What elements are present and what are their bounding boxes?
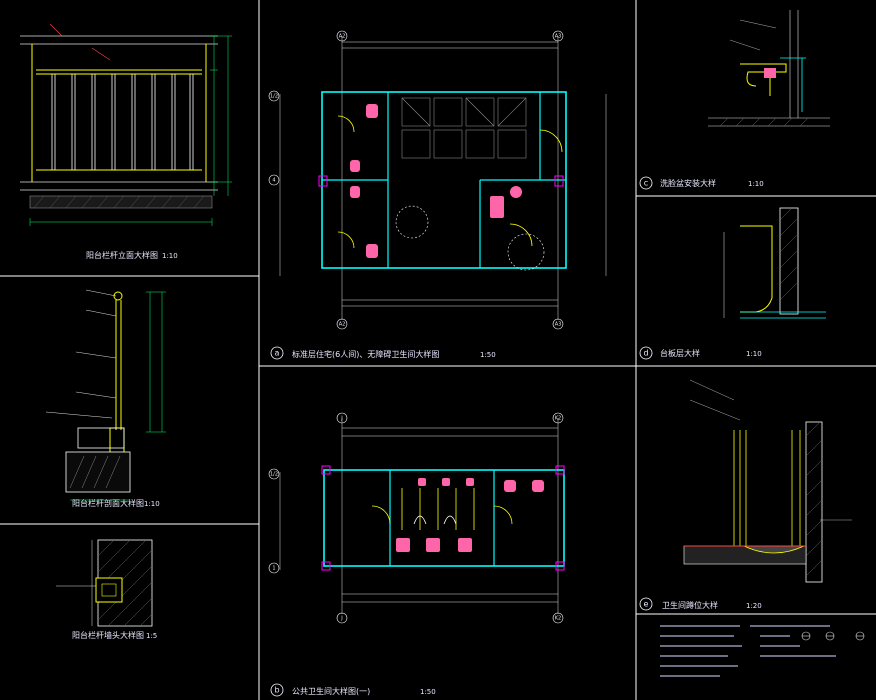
wall-node-drawing — [56, 539, 153, 627]
plan-a-grid-top-right: A3 — [555, 34, 562, 40]
plan-b-grid-bottom-right: K2 — [555, 616, 561, 622]
plan-b-tag: b — [274, 686, 279, 695]
wall-node-title: 阳台栏杆墙头大样图 — [72, 630, 144, 640]
plan-b-grid-bottom-left: J — [340, 616, 342, 622]
plan-a-grid-top-left: A2 — [339, 34, 346, 40]
plan-b-grid-left-bottom: 1 — [272, 566, 275, 572]
plan-b-grid-top-left: J — [340, 416, 342, 422]
detail-d-drawing — [723, 207, 826, 319]
detail-e-scale: 1:20 — [746, 602, 762, 610]
plan-b-grid-top-right: K2 — [555, 416, 561, 422]
railing-elevation-drawing — [20, 23, 232, 226]
railing-elevation-title: 阳台栏杆立面大样图 — [86, 250, 158, 260]
railing-elevation-scale: 1:10 — [162, 252, 178, 260]
plan-b-scale: 1:50 — [420, 688, 436, 696]
detail-c-tag: c — [644, 179, 648, 188]
notes-block — [660, 625, 836, 677]
plan-a-title: 标准层住宅(6人间)、无障碍卫生间大样图 — [292, 349, 439, 359]
plan-a-grid-left-top: 1/2 — [270, 94, 278, 100]
detail-d-scale: 1:10 — [746, 350, 762, 358]
plan-a-grid-bottom-left: A2 — [339, 322, 346, 328]
detail-e-title: 卫生间蹲位大样 — [662, 600, 718, 610]
detail-d-tag: d — [643, 349, 648, 358]
plan-b-grid-left-top: 1/2 — [270, 472, 278, 478]
legend-symbols — [801, 631, 865, 641]
detail-e-drawing — [683, 379, 852, 583]
railing-section-drawing — [45, 289, 166, 501]
plan-a-drawing — [268, 30, 607, 330]
plan-a-grid-left-mid: 4 — [272, 178, 275, 184]
detail-c-drawing — [708, 10, 830, 127]
plan-a-tag: a — [275, 349, 280, 358]
detail-c-title: 洗脸盆安装大样 — [660, 178, 716, 188]
railing-section-title: 阳台栏杆剖面大样图 — [72, 498, 144, 508]
wall-node-scale: 1:5 — [146, 632, 157, 640]
detail-c-scale: 1:10 — [748, 180, 764, 188]
plan-a-scale: 1:50 — [480, 351, 496, 359]
railing-section-scale: 1:10 — [144, 500, 160, 508]
detail-d-title: 台板层大样 — [660, 348, 700, 358]
plan-b-title: 公共卫生间大样图(一) — [292, 686, 370, 696]
plan-b-drawing — [268, 412, 565, 624]
detail-e-tag: e — [644, 600, 649, 609]
plan-a-grid-bottom-right: A3 — [555, 322, 562, 328]
